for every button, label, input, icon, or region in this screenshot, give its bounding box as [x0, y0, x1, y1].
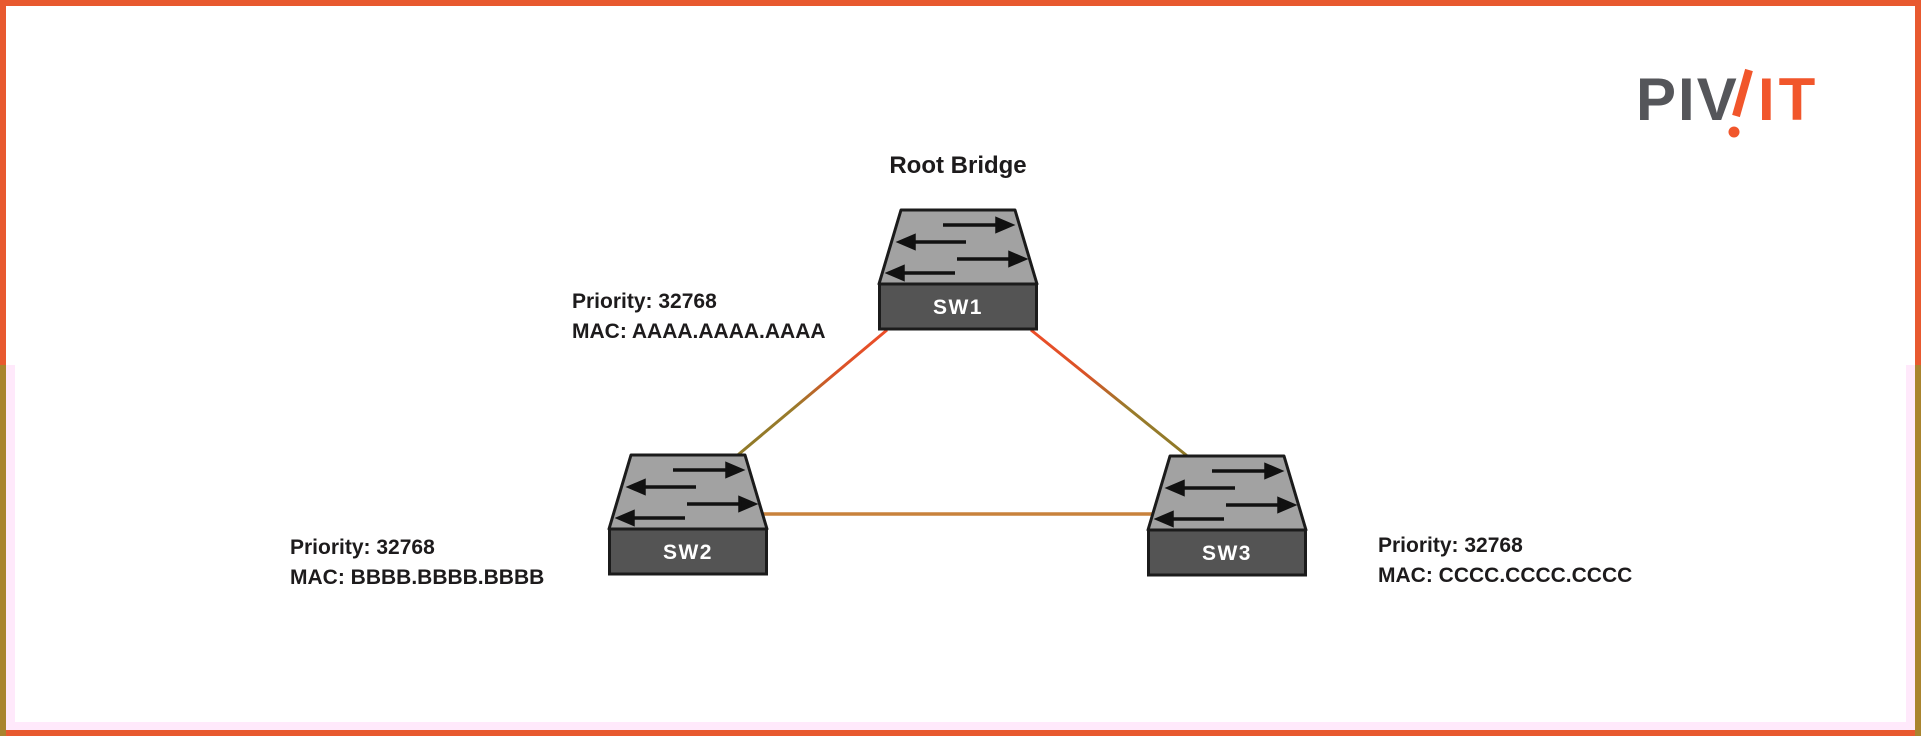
switch-front-face: [608, 527, 768, 576]
link-sw1-sw3: [1030, 328, 1192, 461]
frame-inner-strip-bottom: [6, 722, 1915, 730]
logo-orange-text: IT: [1758, 66, 1819, 133]
switch-front-face: [878, 282, 1038, 331]
logo-exclamation-slash-icon: [1728, 68, 1753, 138]
sw2-mac-text: MAC: BBBB.BBBB.BBBB: [290, 566, 545, 589]
switch-name-label: SW1: [933, 296, 983, 319]
sw3-priority-text: Priority: 32768: [1378, 534, 1523, 557]
sw2-info-block: Priority: 32768 MAC: BBBB.BBBB.BBBB: [290, 533, 544, 593]
switch-front-face: [1147, 528, 1307, 577]
frame-inner-strip-left: [6, 365, 15, 730]
switch-name-label: SW2: [663, 541, 713, 564]
switch-icon: SW1: [877, 208, 1039, 331]
sw1-priority-text: Priority: 32768: [572, 290, 717, 313]
sw2-priority-text: Priority: 32768: [290, 536, 435, 559]
frame-border-bottom: [0, 730, 1921, 736]
frame-border-left: [0, 0, 6, 736]
switch-sw2: SW2: [603, 448, 773, 582]
switch-sw3: SW3: [1142, 449, 1312, 583]
logo-gray-text: PIV: [1636, 66, 1739, 133]
switch-arrows-icon: [884, 216, 1029, 282]
frame-inner-strip-right: [1906, 365, 1915, 730]
switch-icon: SW3: [1146, 454, 1308, 577]
switch-icon: SW2: [607, 453, 769, 576]
switch-arrows-icon: [614, 461, 759, 527]
frame-border-right: [1915, 0, 1921, 736]
switch-sw1: SW1: [873, 203, 1043, 337]
link-sw1-sw2: [732, 328, 888, 461]
switch-arrows-icon: [1153, 462, 1298, 528]
root-bridge-label: Root Bridge: [889, 152, 1027, 179]
pivit-logo: PIV IT: [1636, 56, 1836, 153]
switch-name-label: SW3: [1202, 542, 1252, 565]
sw3-mac-text: MAC: CCCC.CCCC.CCCC: [1378, 564, 1633, 587]
sw1-mac-text: MAC: AAAA.AAAA.AAAA: [572, 320, 826, 343]
sw1-info-block: Priority: 32768 MAC: AAAA.AAAA.AAAA: [572, 287, 826, 347]
sw3-info-block: Priority: 32768 MAC: CCCC.CCCC.CCCC: [1378, 531, 1632, 591]
pivit-logo-icon: PIV IT: [1636, 66, 1819, 138]
frame-border-top: [0, 0, 1921, 6]
